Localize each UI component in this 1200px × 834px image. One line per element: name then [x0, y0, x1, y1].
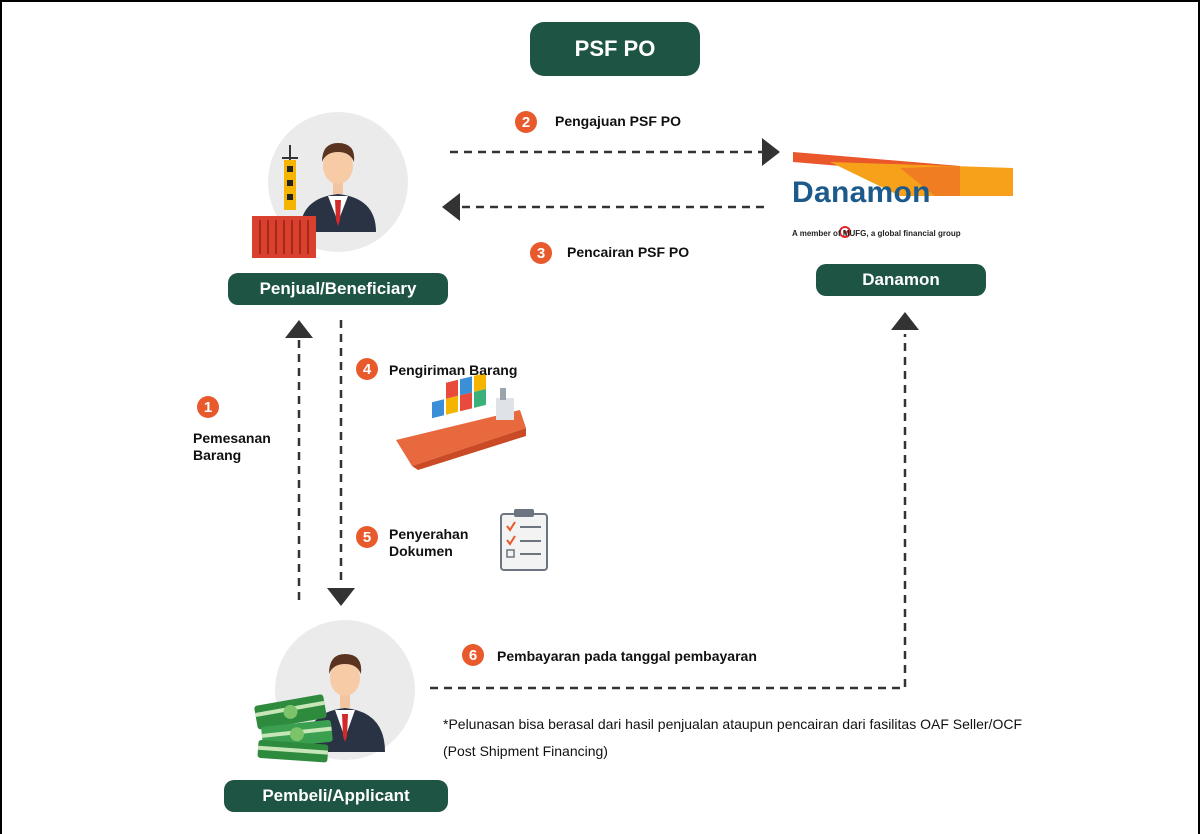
arrow-step-1	[285, 320, 313, 602]
step-4-label: Pengiriman Barang	[389, 362, 518, 378]
step-1-label: Pemesanan Barang	[193, 430, 271, 463]
step-3-label: Pencairan PSF PO	[567, 244, 690, 260]
step-2-label: Pengajuan PSF PO	[555, 113, 682, 129]
buyer-label: Pembeli/Applicant	[224, 780, 448, 812]
danamon-logo-mark	[793, 152, 1013, 196]
ship-illustration	[396, 372, 526, 470]
arrow-step-6	[430, 312, 919, 690]
step-4-badge: 4	[356, 358, 378, 380]
arrow-step-2	[450, 138, 780, 166]
step-2-badge: 2	[515, 111, 537, 133]
step-6-badge: 6	[462, 644, 484, 666]
diagram-title: PSF PO	[530, 22, 700, 76]
step-5-label: Penyerahan Dokumen	[389, 526, 469, 559]
seller-illustration	[252, 112, 408, 258]
bank-label: Danamon	[816, 264, 986, 296]
arrow-step-3	[442, 193, 770, 221]
step-1-badge: 1	[197, 396, 219, 418]
seller-label: Penjual/Beneficiary	[228, 273, 448, 305]
danamon-logo-word: Danamon	[792, 176, 931, 209]
arrow-step-4-5	[327, 320, 355, 606]
danamon-logo-tagline: A member of MUFG, a global financial gro…	[792, 229, 961, 238]
step-5-badge: 5	[356, 526, 378, 548]
footnote: *Pelunasan bisa berasal dari hasil penju…	[443, 716, 1022, 759]
document-illustration	[500, 509, 548, 571]
mufg-icon	[839, 226, 851, 238]
buyer-illustration	[254, 620, 415, 763]
step-6-label: Pembayaran pada tanggal pembayaran	[497, 648, 757, 664]
step-3-badge: 3	[530, 242, 552, 264]
